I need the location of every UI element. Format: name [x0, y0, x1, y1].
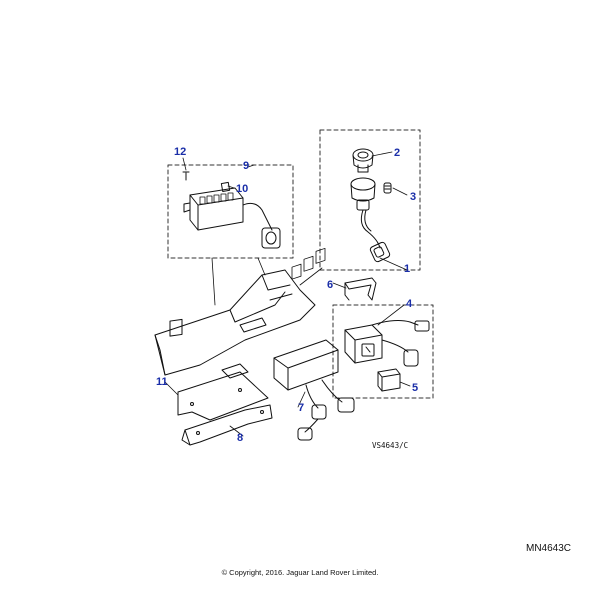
cigar-lighter-socket [350, 177, 391, 263]
switch-blank [377, 368, 401, 392]
bracket-8 [181, 404, 273, 446]
callout-12: 12 [174, 146, 186, 158]
group-boundary-4 [332, 304, 434, 399]
callout-9: 9 [243, 160, 249, 172]
callout-10: 10 [236, 183, 248, 195]
diagram-code: MN4643C [526, 543, 572, 554]
callout-3: 3 [410, 191, 416, 203]
reference-code: VS4643/C [372, 441, 408, 450]
callout-11: 11 [156, 376, 168, 388]
group-boundary-9 [167, 164, 294, 259]
bulb [383, 182, 392, 194]
callout-4: 4 [406, 298, 413, 310]
assembly-leader-lines [211, 257, 323, 306]
callout-1: 1 [404, 263, 410, 275]
window-switch [344, 320, 430, 367]
callout-2: 2 [394, 147, 400, 159]
mounting-plate [177, 363, 269, 421]
fuse-box [183, 187, 281, 249]
bracket-6 [344, 277, 377, 301]
callout-8: 8 [237, 432, 243, 444]
fuse [220, 181, 231, 192]
cigar-lighter-element [352, 148, 374, 173]
centre-console [154, 269, 316, 376]
callout-7: 7 [298, 402, 304, 414]
callout-leaders [164, 151, 411, 437]
callout-labels: 1 2 3 4 5 6 7 8 9 10 11 12 [156, 146, 418, 444]
switch-pack [273, 247, 355, 441]
callout-5: 5 [412, 382, 418, 394]
group-boundary-1 [319, 129, 421, 271]
callout-6: 6 [327, 279, 333, 291]
screw [182, 171, 190, 181]
copyright-notice: © Copyright, 2016. Jaguar Land Rover Lim… [221, 568, 379, 577]
